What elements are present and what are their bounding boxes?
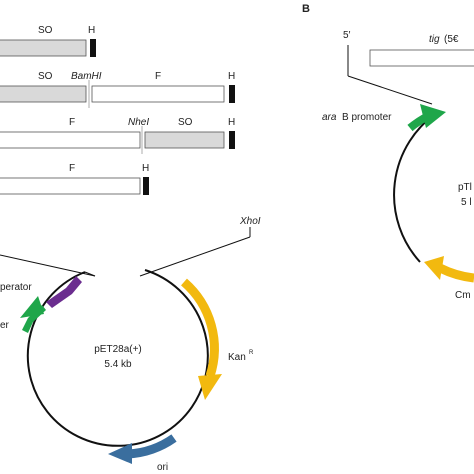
f-fragment: [0, 131, 141, 149]
so-label: SO: [38, 71, 53, 82]
plasmid-backbone: [26, 269, 209, 447]
construct-row-1: SO H: [0, 25, 96, 57]
plasmid-name: pET28a(+): [94, 344, 142, 355]
h-label: H: [228, 117, 235, 128]
f-label: F: [155, 71, 161, 82]
ara-promoter-arrow-head: [420, 104, 446, 128]
tig-fragment: [369, 49, 474, 67]
tig-label: tig: [429, 34, 440, 45]
h-label: H: [228, 71, 235, 82]
promoter-arrow-head: [20, 296, 44, 318]
terminator-block: [229, 131, 235, 149]
f-label: F: [69, 117, 75, 128]
xhoi-label: XhoI: [239, 216, 261, 227]
so-label: SO: [38, 25, 53, 36]
insertion-line-right: [139, 236, 251, 277]
five-prime-label: 5′: [343, 30, 351, 41]
terminator-block: [229, 85, 235, 103]
f-fragment: [0, 177, 141, 195]
cm-label: Cm: [455, 290, 471, 301]
construct-row-2: SO BamHI F H: [0, 71, 235, 108]
kan-superscript: R: [249, 350, 254, 356]
kan-arrow-head: [198, 374, 222, 400]
construct-row-3: F NheI SO H: [0, 117, 235, 154]
terminator-block: [90, 39, 96, 57]
insertion-line-far-left: [0, 254, 96, 277]
so-fragment: [0, 39, 87, 57]
h-label: H: [88, 25, 95, 36]
ori-label: ori: [157, 462, 168, 473]
nhei-label: NheI: [128, 117, 149, 128]
h-label: H: [142, 163, 149, 174]
so-label: SO: [178, 117, 193, 128]
bamhi-label: BamHI: [71, 71, 102, 82]
ori-arrow-head: [108, 443, 132, 464]
plasmid-b-name: pTl: [458, 182, 472, 193]
plasmid-pet28a: XhoI pET28a(+) 5.4 kb Kan R ori perator …: [0, 216, 261, 473]
tig-suffix: (5€: [444, 34, 459, 45]
promoter-label: er: [0, 320, 10, 331]
construct-row-4: F H: [0, 163, 149, 195]
f-fragment: [91, 85, 225, 103]
plasmid-size: 5.4 kb: [104, 359, 132, 370]
so-fragment: [144, 131, 225, 149]
operator-segment: [46, 276, 82, 308]
so-fragment: [0, 85, 87, 103]
terminator-block: [143, 177, 149, 195]
kan-gene-body: [180, 278, 219, 378]
cm-gene-body: [437, 263, 474, 283]
panel-b: B 5′ tig (5€ ara B promoter pTl 5 l Cm: [302, 3, 474, 301]
kan-label: Kan: [228, 352, 246, 363]
f-label: F: [69, 163, 75, 174]
ara-label: ara: [322, 112, 337, 123]
operator-label: perator: [0, 282, 32, 293]
cm-arrow-head: [424, 256, 444, 280]
plasmid-b-size: 5 l: [461, 197, 472, 208]
promoter-label-b: B promoter: [342, 112, 392, 123]
insertion-line-b: [347, 75, 433, 105]
plasmid-b-backbone: [393, 111, 439, 263]
panel-b-label: B: [302, 3, 310, 15]
